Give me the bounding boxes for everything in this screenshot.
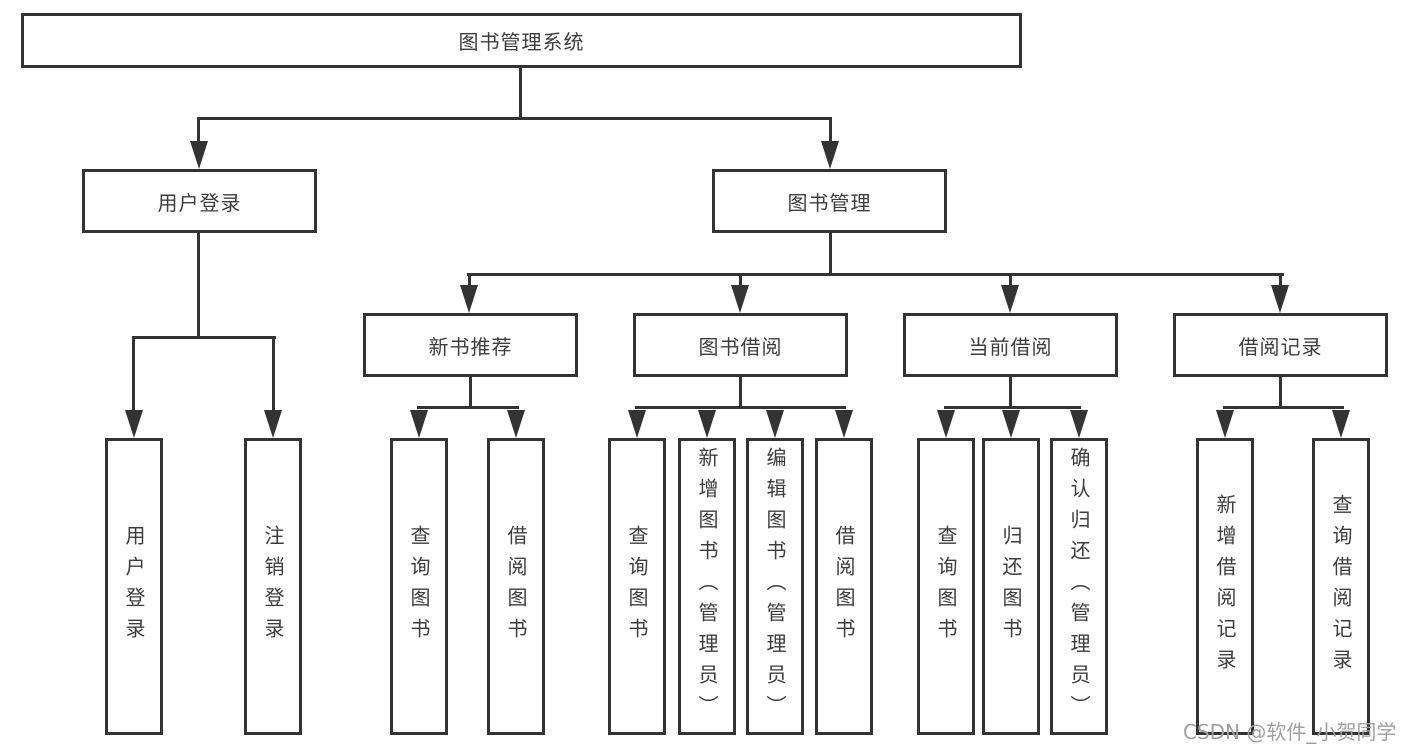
connector-line <box>1009 377 1012 408</box>
arrowhead-icon <box>731 285 749 313</box>
leaf-label: 查询借阅记录 <box>1329 493 1353 680</box>
watermark-text: CSDN @软件_小贺同学 <box>1183 720 1397 744</box>
leaf-box-borrow-book: 借阅图书 <box>815 438 873 735</box>
connector-line <box>519 68 522 118</box>
leaf-label: 编辑图书（管理员） <box>763 447 787 726</box>
arrowhead-icon <box>628 410 646 438</box>
connector-line <box>739 273 742 290</box>
leaf-box-add-borrow-record: 新增借阅记录 <box>1196 438 1254 735</box>
arrowhead-icon <box>698 410 716 438</box>
leaf-box-return-book: 归还图书 <box>982 438 1040 735</box>
connector-line <box>829 233 832 276</box>
leaf-box-query-book-borrow: 查询图书 <box>608 438 666 735</box>
leaf-box-edit-book-admin: 编辑图书（管理员） <box>746 438 804 735</box>
arrowhead-icon <box>190 141 208 169</box>
node-box-library-system: 图书管理系统 <box>21 13 1022 68</box>
arrowhead-icon <box>1002 410 1020 438</box>
node-label: 图书管理系统 <box>458 30 585 54</box>
leaf-box-query-book-recommend: 查询图书 <box>390 438 448 735</box>
arrowhead-icon <box>1216 410 1234 438</box>
node-box-borrow-record: 借阅记录 <box>1173 313 1388 377</box>
leaf-box-query-book-current: 查询图书 <box>917 438 975 735</box>
arrowhead-icon <box>460 285 478 313</box>
node-label: 用户登录 <box>157 190 242 215</box>
node-box-book-borrow: 图书借阅 <box>633 313 848 377</box>
arrowhead-icon <box>821 141 839 169</box>
leaf-box-logout: 注销登录 <box>244 438 302 735</box>
arrowhead-icon <box>1070 410 1088 438</box>
connector-line <box>272 336 275 414</box>
node-label: 新书推荐 <box>428 334 513 359</box>
leaf-label: 查询图书 <box>625 524 649 649</box>
arrowhead-icon <box>264 410 282 438</box>
leaf-label: 查询图书 <box>934 524 958 649</box>
arrowhead-icon <box>766 410 784 438</box>
node-label: 图书借阅 <box>698 334 783 359</box>
arrowhead-icon <box>1271 285 1289 313</box>
connector-line <box>739 377 742 408</box>
leaf-box-borrow-book-recommend: 借阅图书 <box>487 438 545 735</box>
leaf-box-add-book-admin: 新增图书（管理员） <box>678 438 736 735</box>
connector-line <box>197 233 200 339</box>
node-label: 借阅记录 <box>1238 334 1323 359</box>
leaf-box-query-borrow-record: 查询借阅记录 <box>1312 438 1370 735</box>
connector-line <box>1279 273 1282 290</box>
arrowhead-icon <box>507 410 525 438</box>
leaf-label: 借阅图书 <box>832 524 856 649</box>
connector-line <box>468 273 471 290</box>
leaf-label: 用户登录 <box>122 524 146 649</box>
arrowhead-icon <box>125 410 143 438</box>
leaf-label: 归还图书 <box>999 524 1023 649</box>
leaf-box-confirm-return-admin: 确认归还（管理员） <box>1050 438 1108 735</box>
connector-line <box>1009 273 1012 290</box>
leaf-label: 借阅图书 <box>504 524 528 649</box>
connector-line <box>1223 406 1344 409</box>
arrowhead-icon <box>937 410 955 438</box>
leaf-label: 新增图书（管理员） <box>695 447 719 726</box>
connector-line <box>197 117 200 145</box>
connector-line <box>469 377 472 408</box>
node-box-current-borrow: 当前借阅 <box>903 313 1118 377</box>
leaf-label: 新增借阅记录 <box>1213 493 1237 680</box>
node-box-user-login: 用户登录 <box>82 169 317 233</box>
connector-line <box>417 406 519 409</box>
connector-line <box>197 117 832 120</box>
node-box-book-management: 图书管理 <box>712 169 947 233</box>
leaf-label: 确认归还（管理员） <box>1067 447 1091 726</box>
arrowhead-icon <box>1332 410 1350 438</box>
arrowhead-icon <box>835 410 853 438</box>
leaf-box-user-login: 用户登录 <box>105 438 163 735</box>
leaf-label: 注销登录 <box>261 524 285 649</box>
arrowhead-icon <box>1001 285 1019 313</box>
connector-line <box>132 336 276 339</box>
node-label: 图书管理 <box>787 190 872 215</box>
connector-line <box>635 406 846 409</box>
node-label: 当前借阅 <box>968 334 1053 359</box>
leaf-label: 查询图书 <box>407 524 431 649</box>
connector-line <box>1279 377 1282 408</box>
connector-line <box>132 336 135 414</box>
node-box-new-book-recommend: 新书推荐 <box>363 313 578 377</box>
arrowhead-icon <box>410 410 428 438</box>
connector-line <box>829 117 832 145</box>
connector-line <box>467 273 1284 276</box>
connector-line <box>944 406 1081 409</box>
